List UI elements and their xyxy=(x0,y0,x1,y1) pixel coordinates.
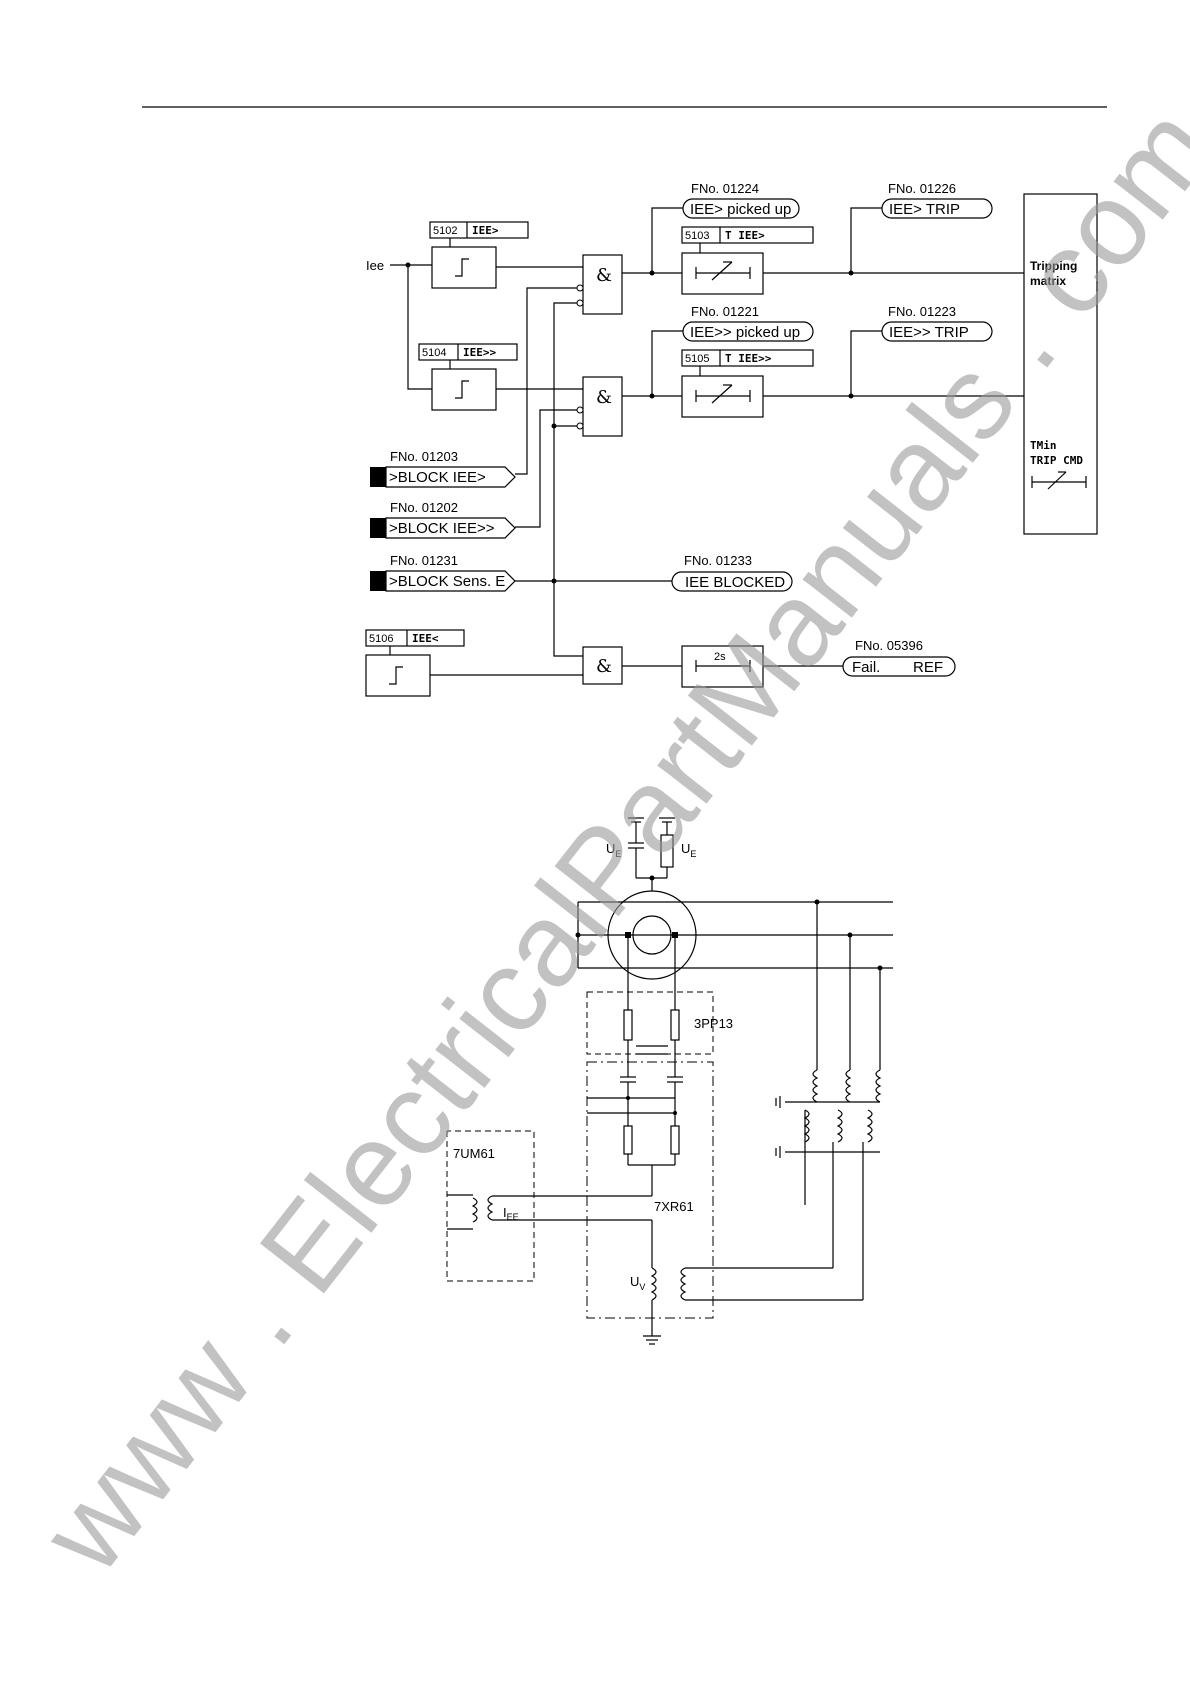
input-01202-text: >BLOCK IEE>> xyxy=(389,520,495,537)
param-5106-num: 5106 xyxy=(369,633,393,645)
msg-05396-fno: FNo. 05396 xyxy=(855,638,923,653)
threshold-block-iee-high xyxy=(431,246,497,289)
msg-05396-box xyxy=(842,656,956,677)
msg-01221-text: IEE>> picked up xyxy=(690,324,800,341)
input-01202-fno: FNo. 01202 xyxy=(390,500,458,515)
msg-01223-fno: FNo. 01223 xyxy=(888,304,956,319)
timer-2s-label: 2s xyxy=(714,651,726,663)
param-5103-num: 5103 xyxy=(685,230,709,242)
label-7xr61: 7XR61 xyxy=(654,1199,694,1214)
and-gate-2-symbol: & xyxy=(596,387,612,408)
msg-01233-box xyxy=(671,571,793,592)
param-5102-box xyxy=(429,221,529,239)
threshold-block-iee-veryhigh xyxy=(431,368,497,411)
msg-01226-fno: FNo. 01226 xyxy=(888,181,956,196)
input-01202-box xyxy=(385,517,516,539)
logic-diagram: Iee 5102 IEE> 5104 IEE>> & & xyxy=(365,181,1098,697)
watermark: www . ElectricalPartManuals . com xyxy=(16,83,1190,1596)
iee-input-label: Iee xyxy=(366,258,384,273)
msg-01226-box xyxy=(881,198,993,219)
input-01203-fno: FNo. 01203 xyxy=(390,449,458,464)
tmin-line2: TRIP CMD xyxy=(1030,454,1083,467)
msg-01223-text: IEE>> TRIP xyxy=(889,324,969,341)
circuit-diagram: UE UE 3PP13 7XR61 xyxy=(446,817,893,1345)
box-7um61 xyxy=(446,1130,535,1282)
param-5105-box xyxy=(681,349,814,367)
box-7xr61 xyxy=(586,1061,714,1319)
msg-01221-fno: FNo. 01221 xyxy=(691,304,759,319)
msg-01233-text: IEE BLOCKED xyxy=(685,574,785,591)
tripping-matrix-line2: matrix xyxy=(1030,274,1066,288)
msg-01224-box xyxy=(682,198,800,219)
input-01231-text: >BLOCK Sens. E xyxy=(389,573,505,590)
input-01203-box xyxy=(385,466,516,488)
iee-label: IEE xyxy=(503,1205,519,1222)
msg-01233-fno: FNo. 01233 xyxy=(684,553,752,568)
label-7um61: 7UM61 xyxy=(453,1146,495,1161)
param-5103-name: T IEE> xyxy=(725,229,765,242)
msg-01224-text: IEE> picked up xyxy=(690,201,791,218)
uv-label: UV xyxy=(630,1274,645,1292)
and-gate-2 xyxy=(582,376,623,437)
input-01203-text: >BLOCK IEE> xyxy=(389,469,486,486)
param-5102-name: IEE> xyxy=(472,224,499,237)
param-5104-num: 5104 xyxy=(422,347,446,359)
msg-01224-fno: FNo. 01224 xyxy=(691,181,759,196)
param-5106-name: IEE< xyxy=(412,632,439,645)
param-5106-box xyxy=(365,629,465,647)
tmin-line1: TMin xyxy=(1030,439,1057,452)
and-gate-1 xyxy=(582,254,623,315)
and-gate-3-symbol: & xyxy=(596,656,612,677)
threshold-block-iee-low xyxy=(365,654,431,697)
msg-05396-text-right: REF xyxy=(913,659,943,676)
param-5104-name: IEE>> xyxy=(463,346,496,359)
input-01231-box xyxy=(385,570,516,592)
tripping-matrix-line1: Tripping xyxy=(1030,259,1077,273)
param-5105-name: T IEE>> xyxy=(725,352,772,365)
ue-left-label: UE xyxy=(606,841,621,859)
param-5102-num: 5102 xyxy=(433,225,457,237)
input-01231-fno: FNo. 01231 xyxy=(390,553,458,568)
ue-right-label: UE xyxy=(681,841,696,859)
msg-01221-box xyxy=(682,321,814,342)
param-5104-box xyxy=(418,343,518,361)
tripping-matrix-box xyxy=(1023,193,1098,535)
param-5103-box xyxy=(681,226,814,244)
label-3pp13: 3PP13 xyxy=(694,1016,733,1031)
and-gate-1-symbol: & xyxy=(596,265,612,286)
msg-01223-box xyxy=(881,321,993,342)
param-5105-num: 5105 xyxy=(685,353,709,365)
msg-05396-text-left: Fail. xyxy=(852,659,880,676)
msg-01226-text: IEE> TRIP xyxy=(889,201,960,218)
